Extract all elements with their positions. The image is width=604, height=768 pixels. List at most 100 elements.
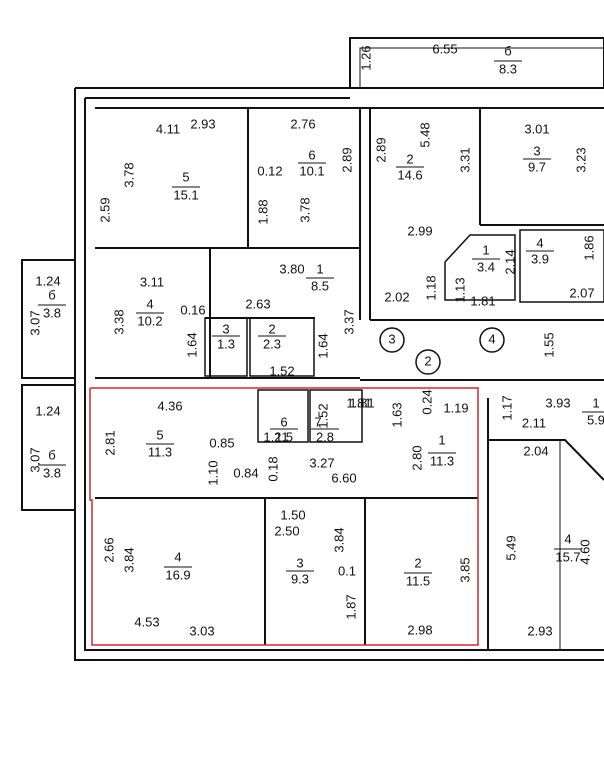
room-area-r-top-3: 9.7 <box>528 159 546 174</box>
room-number-r-hall-1: 1 <box>482 242 489 257</box>
dimension-r-sel-2-1: 2.98 <box>407 622 432 637</box>
dimension-r-sel-4-0: 2.66 <box>101 537 116 562</box>
room-number-r-sel-7: 7 <box>314 414 321 429</box>
dimension-r-top-6-4: 2.89 <box>339 147 354 172</box>
room-area-left-balcony-bottom: 3.8 <box>43 465 61 480</box>
axis-marker-3 <box>379 327 405 353</box>
room-area-r-sel-2: 11.5 <box>406 573 430 588</box>
dimension-r-sel-3-1: 2.50 <box>274 523 299 538</box>
dimension-r-sel-1-0: 1.63 <box>389 402 404 427</box>
dimension-left-balcony-top-1: 3.07 <box>27 310 42 335</box>
dimension-r-mid-wc2-0: 1.52 <box>269 363 294 378</box>
room-area-r-sel-3: 9.3 <box>291 571 309 586</box>
dimension-r-top-5-3: 2.59 <box>97 197 112 222</box>
dimension-r-sel-1-3: 3.27 <box>309 455 334 470</box>
dimension-r-mid-1-2: 3.37 <box>341 309 356 334</box>
room-area-r-top-2: 14.6 <box>397 167 422 182</box>
room-number-left-balcony-top: б <box>48 287 55 302</box>
selected-apartment-outline <box>89 387 479 646</box>
dimension-r-sel-3-0: 1.50 <box>280 507 305 522</box>
dimension-r-sel-5-4: 0.84 <box>233 465 258 480</box>
room-number-r-top-6: 6 <box>308 147 315 162</box>
dimension-r-sel-1-4: 2.80 <box>409 445 424 470</box>
dimension-r-sel-5-2: 0.85 <box>209 435 234 450</box>
room-number-top-balcony: б <box>504 43 511 58</box>
dimension-r-hall-1-0: 2.14 <box>502 249 517 274</box>
dimension-r-sel-4-2: 4.53 <box>134 614 159 629</box>
dimension-r-sel-4-3: 3.03 <box>189 623 214 638</box>
room-number-r-mid-4: 4 <box>146 296 153 311</box>
dimension-r-sel-5-1: 2.81 <box>102 430 117 455</box>
room-area-r-sel-7: 2.8 <box>316 429 334 444</box>
room-number-r-sel-2: 2 <box>414 555 421 570</box>
dimension-r-top-2-4: 2.02 <box>384 289 409 304</box>
dimension-r-top-3-1: 3.23 <box>573 147 588 172</box>
room-area-r-top-5: 15.1 <box>173 187 198 202</box>
dimension-r-top-2-1: 5.48 <box>417 122 432 147</box>
room-area-r-sel-5: 11.3 <box>148 444 172 459</box>
dimension-r-mid-1-3: 1.64 <box>315 333 330 358</box>
dimension-r-top-2-5: 1.18 <box>423 275 438 300</box>
room-area-r-hall-1: 3.4 <box>477 259 495 274</box>
room-number-r-mid-wc2: 2 <box>268 321 275 336</box>
room-area-r-right-4: 15.7 <box>555 549 580 564</box>
room-number-r-sel-1: 1 <box>438 432 445 447</box>
room-number-r-mid-wc3: 3 <box>222 321 229 336</box>
dimension-r-mid-1-0: 3.80 <box>279 261 304 276</box>
room-number-r-top-5: 5 <box>182 169 189 184</box>
dimension-extra-0: 1.55 <box>541 332 556 357</box>
room-number-r-mid-1: 1 <box>316 261 323 276</box>
walls <box>21 37 604 661</box>
room-number-left-balcony-bottom: б <box>48 447 55 462</box>
room-number-r-right-1: 1 <box>592 395 599 410</box>
axis-label-4: 4 <box>488 331 495 346</box>
axis-label-3: 3 <box>388 331 395 346</box>
dimension-r-right-1-2: 2.11 <box>522 415 546 430</box>
dimension-r-right-1-1: 3.93 <box>545 395 570 410</box>
dimension-r-sel-1-2: 1.19 <box>443 400 468 415</box>
dimension-r-top-5-1: 2.93 <box>190 116 215 131</box>
dimension-r-sel-3-2: 3.84 <box>331 527 346 552</box>
dimension-r-top-3-0: 3.01 <box>524 121 549 136</box>
room-area-top-balcony: 8.3 <box>499 61 517 76</box>
dimension-extra-1: 1.81 <box>349 395 374 410</box>
dimension-r-top-2-3: 2.99 <box>407 223 432 238</box>
axis-label-2: 2 <box>424 353 431 368</box>
dimension-r-sel-7-0: 1.52 <box>315 403 330 428</box>
dimension-r-sel-2-0: 3.85 <box>457 557 472 582</box>
dimension-r-hall-1-2: 1.81 <box>470 293 495 308</box>
dimension-r-mid-4-1: 3.38 <box>111 309 126 334</box>
dimension-r-sel-5-0: 4.36 <box>157 398 182 413</box>
axis-marker-2 <box>415 349 441 375</box>
room-number-r-bath-4: 4 <box>536 235 543 250</box>
room-area-r-mid-wc2: 2.3 <box>263 336 281 351</box>
dimension-r-top-5-2: 3.78 <box>121 162 136 187</box>
dimension-r-right-4-0: 2.04 <box>523 443 548 458</box>
axis-marker-4 <box>479 327 505 353</box>
dimension-r-top-2-0: 2.89 <box>373 137 388 162</box>
room-number-r-sel-6: 6 <box>280 414 287 429</box>
dimension-r-bath-4-1: 2.07 <box>569 285 594 300</box>
dimension-left-balcony-top-0: 1.24 <box>35 273 60 288</box>
dimension-top-balcony-0: 1.26 <box>358 45 373 70</box>
dimension-r-top-6-3: 1.88 <box>255 199 270 224</box>
dimension-r-hall-1-1: 1.13 <box>452 277 467 302</box>
dimension-r-top-6-2: 3.78 <box>297 197 312 222</box>
room-area-r-mid-wc3: 1.3 <box>217 336 235 351</box>
dimension-r-mid-4-2: 0.16 <box>180 302 205 317</box>
dimension-r-sel-6-0: 1.21 <box>263 429 288 444</box>
dimension-r-mid-1-1: 2.63 <box>245 296 270 311</box>
dimension-r-sel-3-3: 0.1 <box>338 563 356 578</box>
room-number-r-sel-3: 3 <box>296 555 303 570</box>
dimension-r-top-6-0: 2.76 <box>290 116 315 131</box>
dimension-r-sel-6-1: 0.18 <box>265 456 280 481</box>
dimension-r-sel-5-3: 1.10 <box>205 460 220 485</box>
dimension-r-sel-7-1: 1.81 <box>346 395 371 410</box>
room-area-r-sel-6: 1.5 <box>275 429 293 444</box>
dimension-r-mid-4-3: 1.64 <box>184 332 199 357</box>
room-area-r-mid-4: 10.2 <box>137 313 162 328</box>
dimension-left-balcony-bottom-0: 1.24 <box>35 403 60 418</box>
dimension-r-sel-1-5: 6.60 <box>331 470 356 485</box>
